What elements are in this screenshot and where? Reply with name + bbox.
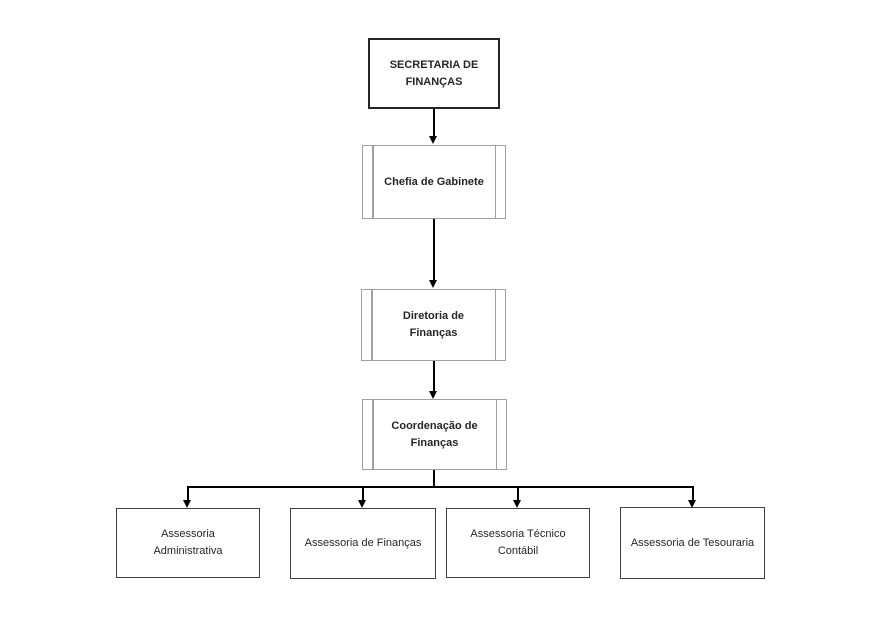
edge-chefia-to-diretoria-arrowhead-icon <box>429 280 437 288</box>
side-bar-right <box>494 146 496 218</box>
node-label-line: Assessoria <box>161 528 215 540</box>
edge-bus-to-tesouraria-line <box>692 487 694 501</box>
edge-diretoria-to-coordenacao-line <box>433 361 435 392</box>
node-label-line: Administrativa <box>153 545 223 557</box>
edge-bus-to-administrativa-arrowhead-icon <box>183 500 191 508</box>
edge-horizontal-bus-line <box>187 486 694 488</box>
node-label-line: Finanças <box>410 436 459 449</box>
org-node-assessoria-de-financas: Assessoria de Finanças <box>290 508 436 579</box>
node-label-line: FINANÇAS <box>405 75 463 88</box>
node-label-line: Assessoria de Tesouraria <box>630 536 755 549</box>
org-node-diretoria-de-financas: Diretoria de Finanças <box>361 289 506 361</box>
org-node-assessoria-tecnico-contabil: Assessoria Técnico Contábil <box>446 508 590 578</box>
node-label-line: Contábil <box>497 545 539 557</box>
node-label-line: Finanças <box>409 327 458 339</box>
edge-secretaria-to-chefia-arrowhead-icon <box>429 136 437 144</box>
node-label-line: Chefia de Gabinete <box>384 175 484 188</box>
edge-bus-to-administrativa-line <box>187 487 189 501</box>
side-bar-left <box>372 400 374 469</box>
edge-bus-to-financas-arrowhead-icon <box>358 500 366 508</box>
side-bar-left <box>372 146 374 218</box>
side-bar-left <box>371 290 373 360</box>
org-node-assessoria-administrativa: Assessoria Administrativa <box>116 508 260 578</box>
node-label-line: Coordenação de <box>391 419 478 432</box>
edge-bus-to-tecnico-contabil-line <box>517 487 519 501</box>
org-node-assessoria-de-tesouraria: Assessoria de Tesouraria <box>620 507 765 579</box>
edge-secretaria-to-chefia-line <box>433 109 435 137</box>
org-node-secretaria-de-financas: SECRETARIA DE FINANÇAS <box>368 38 500 109</box>
edge-bus-to-tecnico-contabil-arrowhead-icon <box>513 500 521 508</box>
edge-coordenacao-stem-line <box>433 470 435 487</box>
node-label-line: Diretoria de <box>402 310 465 322</box>
node-label-line: Assessoria de Finanças <box>304 537 422 549</box>
edge-chefia-to-diretoria-line <box>433 219 435 281</box>
node-label-line: SECRETARIA DE <box>389 58 479 71</box>
org-node-coordenacao-de-financas: Coordenação de Finanças <box>362 399 507 470</box>
side-bar-right <box>495 400 497 469</box>
edge-diretoria-to-coordenacao-arrowhead-icon <box>429 391 437 399</box>
edge-bus-to-financas-line <box>362 487 364 501</box>
side-bar-right <box>494 290 496 360</box>
edge-bus-to-tesouraria-arrowhead-icon <box>688 500 696 508</box>
org-node-chefia-de-gabinete: Chefia de Gabinete <box>362 145 506 219</box>
node-label-line: Assessoria Técnico <box>470 528 566 540</box>
